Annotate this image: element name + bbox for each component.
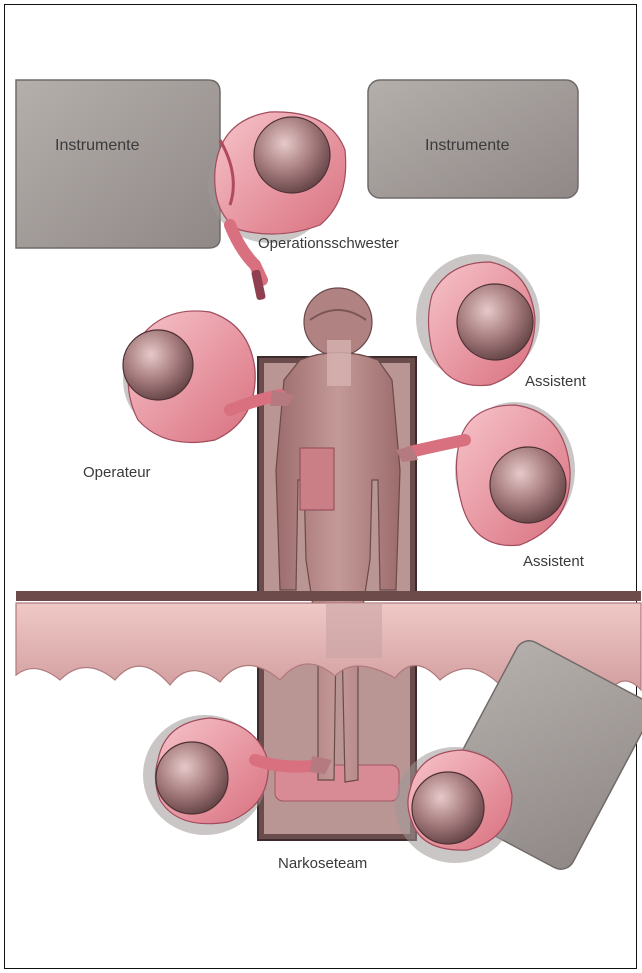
label-operationsschwester: Operationsschwester <box>258 235 399 252</box>
narkose-person-right-figure <box>395 747 515 863</box>
label-assistent-top: Assistent <box>525 373 587 390</box>
label-instrumente-left: Instrumente <box>55 137 140 154</box>
label-narkoseteam: Narkoseteam <box>278 855 367 872</box>
assistent-bottom-figure <box>396 402 575 546</box>
instrument-table-left <box>16 80 220 248</box>
label-instrumente-right: Instrumente <box>425 137 510 154</box>
label-operateur: Operateur <box>83 464 151 481</box>
nurse-figure <box>208 112 346 301</box>
assistent-top-figure <box>416 254 540 386</box>
label-assistent-bottom: Assistent <box>523 553 585 570</box>
